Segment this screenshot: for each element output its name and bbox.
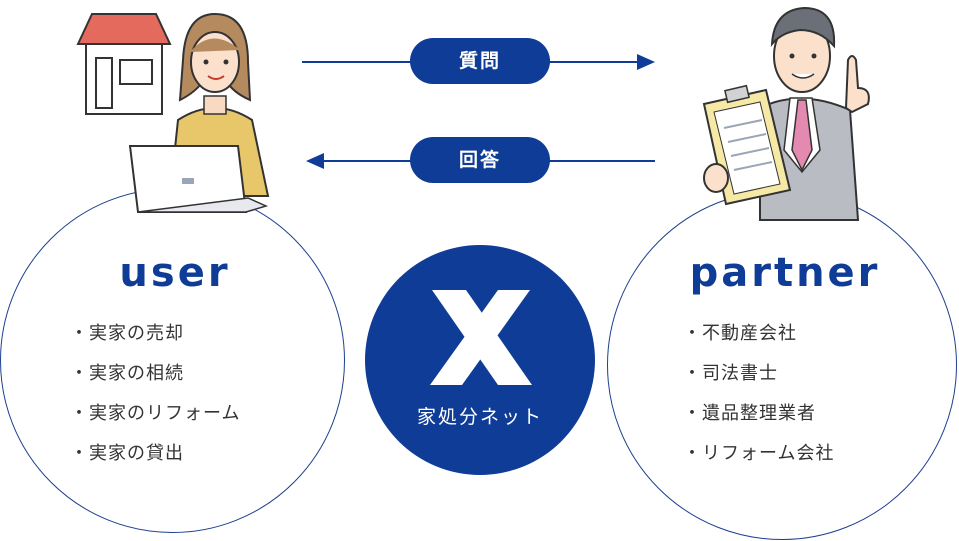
user-heading: user — [119, 250, 231, 296]
list-item: リフォーム会社 — [683, 434, 834, 474]
man-with-clipboard-icon — [702, 6, 870, 221]
arrow-right-head — [637, 54, 655, 70]
list-item: 実家の売却 — [70, 314, 240, 354]
list-item: 実家のリフォーム — [70, 394, 240, 434]
list-item: 実家の貸出 — [70, 434, 240, 474]
list-item: 司法書士 — [683, 354, 834, 394]
brand-name: 家処分ネット — [416, 406, 543, 428]
logo-x-stroke-b — [430, 290, 530, 385]
list-item: 実家の相続 — [70, 354, 240, 394]
house-icon — [76, 13, 172, 115]
list-item: 不動産会社 — [683, 314, 834, 354]
woman-with-laptop-icon — [128, 12, 270, 213]
partner-heading: partner — [689, 250, 881, 296]
answer-pill: 回答 — [410, 137, 550, 183]
user-service-list: 実家の売却 実家の相続 実家のリフォーム 実家の貸出 — [70, 314, 240, 474]
arrow-left-head — [306, 153, 324, 169]
list-item: 遺品整理業者 — [683, 394, 834, 434]
center-logo-badge — [365, 245, 595, 475]
question-pill: 質問 — [410, 38, 550, 84]
partner-type-list: 不動産会社 司法書士 遺品整理業者 リフォーム会社 — [683, 314, 834, 474]
